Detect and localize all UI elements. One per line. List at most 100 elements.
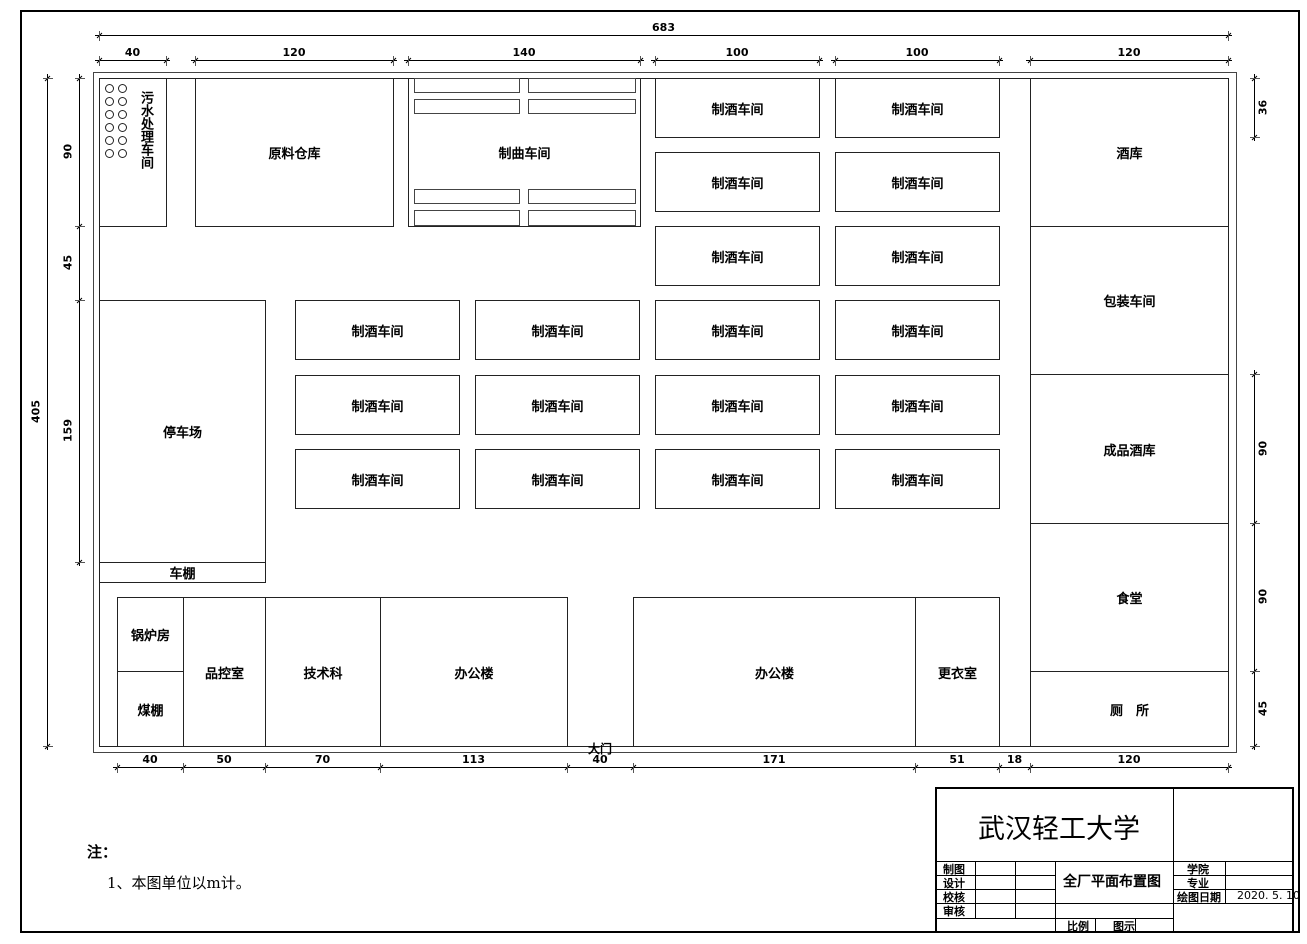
dimension-label: 90 (61, 143, 75, 160)
dimension-label: 36 (1256, 99, 1270, 115)
building-label: 制酒车间 (351, 324, 404, 340)
dimension-label: 45 (61, 254, 75, 271)
building: 制酒车间 (835, 78, 1000, 138)
fermentation-bed (528, 78, 636, 93)
extension-line (655, 56, 656, 66)
dimension-label: 405 (29, 400, 43, 423)
dimension-label: 90 (1256, 588, 1270, 605)
dimension-line (651, 60, 823, 61)
dimension-line (831, 60, 1003, 61)
tank-circle (118, 123, 127, 132)
building: 制酒车间 (295, 300, 460, 360)
extension-line (1250, 746, 1260, 747)
building: 煤棚 (117, 671, 184, 747)
building-label: 制酒车间 (891, 324, 944, 340)
building-label: 制酒车间 (891, 102, 944, 118)
building: 制酒车间 (655, 226, 820, 286)
building-label: 制酒车间 (711, 250, 764, 266)
building-label: 制酒车间 (891, 473, 944, 489)
extension-line (75, 562, 85, 563)
building: 制酒车间 (835, 449, 1000, 509)
notes-title: 注： (87, 843, 118, 861)
building: 制酒车间 (835, 152, 1000, 212)
building-label: 制酒车间 (531, 473, 584, 489)
extension-line (99, 31, 100, 41)
building-label: 食堂 (1116, 592, 1143, 607)
building: 停车场 (99, 300, 266, 563)
building: 原料仓库 (195, 78, 394, 227)
note-item: 1、本图单位以m计。 (107, 874, 251, 892)
building: 制酒车间 (475, 300, 640, 360)
drawing-frame (20, 10, 1300, 933)
title-block-row-label: 校核 (943, 891, 965, 904)
building: 技术科 (265, 597, 381, 747)
dimension-label: 40 (124, 46, 141, 59)
drawing-date: 2020. 5. 10 (1237, 889, 1300, 902)
tank-circle (105, 97, 114, 106)
building-label: 制酒车间 (531, 399, 584, 415)
dimension-label: 120 (1117, 753, 1141, 766)
building-label: 制酒车间 (711, 473, 764, 489)
major-label: 专业 (1187, 877, 1209, 890)
building: 办公楼 (633, 597, 916, 747)
building: 制酒车间 (835, 226, 1000, 286)
extension-line (166, 56, 167, 66)
building: 食堂 (1030, 523, 1229, 672)
scale-label: 比例 (1067, 920, 1089, 933)
extension-line (999, 763, 1000, 773)
dimension-label: 113 (462, 753, 485, 766)
extension-line (835, 56, 836, 66)
dimension-line (47, 74, 48, 750)
building-label: 制酒车间 (531, 324, 584, 340)
dimension-label: 50 (216, 753, 232, 766)
building-label: 酒库 (1116, 147, 1143, 162)
building-label: 制酒车间 (711, 399, 764, 415)
fermentation-bed (528, 210, 636, 226)
building: 厕 所 (1030, 671, 1229, 747)
building: 制酒车间 (295, 375, 460, 435)
dimension-label: 45 (1256, 700, 1270, 716)
tank-circle (105, 110, 114, 119)
building-label: 制酒车间 (351, 473, 404, 489)
extension-line (43, 746, 53, 747)
dimension-label: 100 (725, 46, 749, 59)
extension-line (819, 56, 820, 66)
gate-label: 大门 (588, 742, 613, 756)
building: 制酒车间 (475, 375, 640, 435)
building: 品控室 (183, 597, 266, 747)
building-label: 包装车间 (1103, 295, 1156, 310)
title-block-row-label: 制图 (943, 863, 965, 876)
building: 制酒车间 (655, 152, 820, 212)
dimension-line (1254, 74, 1255, 141)
building: 制酒车间 (835, 375, 1000, 435)
dimension-label: 90 (1256, 440, 1270, 456)
building-label: 制酒车间 (891, 399, 944, 415)
tank-circle (118, 136, 127, 145)
building: 制酒车间 (655, 300, 820, 360)
sewage-label: 污水处理车间 (138, 91, 153, 169)
extension-line (1250, 137, 1260, 138)
extension-line (408, 56, 409, 66)
building: 酒库 (1030, 78, 1229, 227)
building-label: 制酒车间 (711, 176, 764, 192)
fermentation-bed (414, 99, 520, 114)
fermentation-bed (414, 210, 520, 226)
extension-line (1250, 78, 1260, 79)
dimension-label: 70 (314, 753, 331, 766)
building-label: 厕 所 (1109, 703, 1149, 719)
dimension-line (1254, 370, 1255, 750)
building: 制酒车间 (655, 375, 820, 435)
title-block-row-label: 审核 (943, 905, 965, 918)
dimension-label: 100 (905, 46, 929, 59)
extension-line (75, 300, 85, 301)
extension-line (1228, 56, 1229, 66)
dimension-label: 18 (1006, 753, 1023, 766)
extension-line (1250, 523, 1260, 524)
extension-line (75, 226, 85, 227)
site-boundary-outer (93, 72, 1237, 753)
building: 制酒车间 (655, 449, 820, 509)
tank-circle (105, 84, 114, 93)
dimension-line (95, 35, 1232, 36)
building-label: 办公楼 (754, 666, 794, 682)
